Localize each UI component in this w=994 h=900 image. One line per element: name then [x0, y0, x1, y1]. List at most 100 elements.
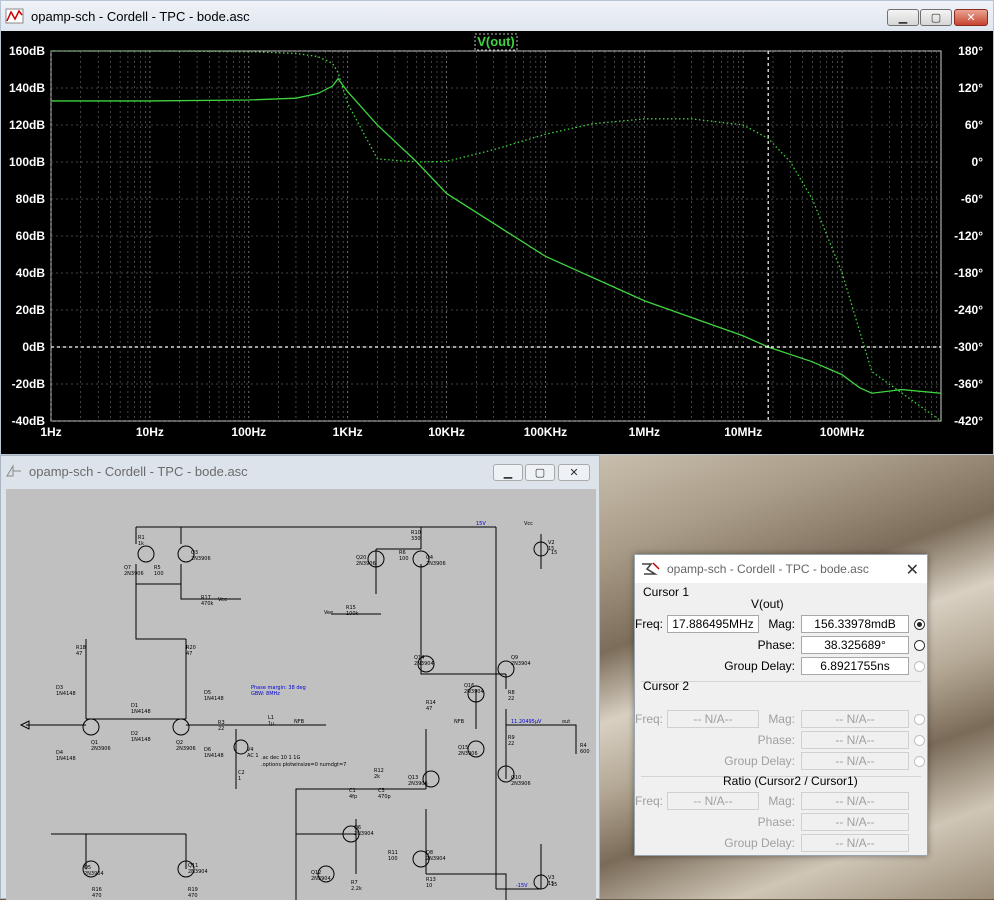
component-value-r18[interactable]: 47 — [76, 651, 82, 657]
schematic-close-button[interactable]: ✕ — [558, 464, 590, 481]
component-ref-r14[interactable]: R14 — [426, 700, 436, 706]
schematic-window[interactable]: opamp-sch - Cordell - TPC - bode.asc ▁ ▢… — [0, 455, 600, 900]
component-ref-q5[interactable]: Q5 — [84, 865, 91, 871]
component-value-r12[interactable]: 2k — [374, 774, 380, 780]
component-ref-r19[interactable]: R19 — [188, 887, 198, 893]
component-value-r4[interactable]: 600 — [580, 749, 590, 755]
component-value-r11[interactable]: 100 — [388, 856, 398, 862]
close-icon[interactable]: ✕ — [905, 560, 919, 579]
component-ref-d1[interactable]: D1 — [131, 703, 138, 709]
component-ref-q11[interactable]: Q11 — [188, 863, 198, 869]
bode-plot-window[interactable]: opamp-sch - Cordell - TPC - bode.asc ▁ ▢… — [0, 0, 994, 455]
component-value-d4[interactable]: 1N4148 — [56, 756, 76, 762]
component-ref-r13[interactable]: R13 — [426, 877, 436, 883]
trace-label[interactable]: V(out) — [477, 34, 515, 49]
component-value-r6[interactable]: 100 — [399, 556, 409, 562]
component-ref-q8[interactable]: Q8 — [426, 850, 433, 856]
component-ref-c1[interactable]: C1 — [349, 788, 356, 794]
component-ref-d2[interactable]: D2 — [131, 731, 138, 737]
component-ref-q9[interactable]: Q9 — [511, 655, 518, 661]
component-value-q10[interactable]: 2N3906 — [511, 781, 531, 787]
bode-plot[interactable]: 160dB140dB120dB100dB80dB60dB40dB20dB0dB-… — [1, 31, 993, 454]
component-value-r13[interactable]: 10 — [426, 883, 432, 889]
component-ref-q1[interactable]: Q1 — [91, 740, 98, 746]
component-ref-v2[interactable]: V2 — [548, 540, 555, 546]
component-value-l1[interactable]: 1µ — [268, 721, 275, 727]
component-ref-q15[interactable]: Q15 — [458, 745, 468, 751]
component-ref-d5[interactable]: D5 — [204, 690, 211, 696]
component-ref-r20[interactable]: R20 — [186, 645, 196, 651]
component-value-q5[interactable]: 2N3904 — [84, 871, 104, 877]
component-ref-r6[interactable]: R6 — [399, 550, 406, 556]
component-ref-d4[interactable]: D4 — [56, 750, 63, 756]
component-value-q3[interactable]: 2N3906 — [191, 556, 211, 562]
component-ref-r8[interactable]: R8 — [508, 690, 515, 696]
component-value-r19[interactable]: 470 — [188, 893, 198, 899]
component-ref-q10[interactable]: Q10 — [511, 775, 521, 781]
cursor-dialog-titlebar[interactable]: opamp-sch - Cordell - TPC - bode.asc — [635, 555, 927, 583]
schematic-minimize-button[interactable]: ▁ — [493, 464, 523, 481]
component-value-d2[interactable]: 1N4148 — [131, 737, 151, 743]
bode-window-titlebar[interactable]: opamp-sch - Cordell - TPC - bode.asc — [1, 1, 993, 31]
component-ref-q20[interactable]: Q20 — [356, 555, 366, 561]
component-ref-q2[interactable]: Q2 — [176, 740, 183, 746]
group-delay-radio-button[interactable] — [914, 661, 925, 672]
component-ref-q7[interactable]: Q7 — [124, 565, 131, 571]
component-ref-c2[interactable]: C2 — [238, 770, 245, 776]
component-ref-q14[interactable]: Q14 — [414, 655, 424, 661]
schematic-canvas[interactable]: R11kR5100Q32N3906Q72N3906R17470kR10330R6… — [6, 489, 596, 900]
component-value-v4[interactable]: AC 1 — [247, 753, 259, 759]
cursor-1-phase-field[interactable]: 38.325689° — [801, 636, 909, 654]
component-value-q6[interactable]: 2N3904 — [354, 831, 374, 837]
component-value-r1[interactable]: 1k — [138, 541, 144, 547]
cursor-1-freq-field[interactable]: 17.886495MHz — [667, 615, 759, 633]
component-ref-l1[interactable]: L1 — [268, 715, 274, 721]
component-value-r16[interactable]: 470 — [92, 893, 102, 899]
component-ref-r7[interactable]: R7 — [351, 880, 358, 886]
component-ref-q4[interactable]: Q4 — [426, 555, 433, 561]
component-value-q11[interactable]: 2N3904 — [188, 869, 208, 875]
component-ref-r11[interactable]: R11 — [388, 850, 398, 856]
component-ref-r12[interactable]: R12 — [374, 768, 384, 774]
component-value-c2[interactable]: 1 — [238, 776, 241, 782]
component-value-q12[interactable]: 2N3904 — [311, 876, 331, 882]
component-value-r8[interactable]: 22 — [508, 696, 514, 702]
trace-label-box[interactable] — [474, 33, 518, 51]
component-ref-r10[interactable]: R10 — [411, 530, 421, 536]
component-value-r5[interactable]: 100 — [154, 571, 164, 577]
schematic-maximize-button[interactable]: ▢ — [525, 464, 555, 481]
phase-radio-button[interactable] — [914, 640, 925, 651]
component-value-r7[interactable]: 2.2k — [351, 886, 362, 892]
component-value-v2[interactable]: 15 — [548, 546, 554, 552]
component-value-q20[interactable]: 2N3906 — [356, 561, 376, 567]
component-value-q2[interactable]: 2N3906 — [176, 746, 196, 752]
minimize-button[interactable]: ▁ — [887, 9, 919, 26]
component-ref-r3[interactable]: R3 — [218, 720, 225, 726]
component-ref-q13[interactable]: Q13 — [408, 775, 418, 781]
component-value-v3[interactable]: 15 — [548, 881, 554, 887]
component-ref-r18[interactable]: R18 — [76, 645, 86, 651]
component-value-q4[interactable]: 2N3906 — [426, 561, 446, 567]
component-value-r17[interactable]: 470k — [201, 601, 214, 607]
component-value-c3[interactable]: 470p — [378, 794, 391, 800]
component-ref-r5[interactable]: R5 — [154, 565, 161, 571]
component-ref-d6[interactable]: D6 — [204, 747, 211, 753]
component-ref-d3[interactable]: D3 — [56, 685, 63, 691]
component-ref-r9[interactable]: R9 — [508, 735, 515, 741]
component-value-d6[interactable]: 1N4148 — [204, 753, 224, 759]
component-value-d1[interactable]: 1N4148 — [131, 709, 151, 715]
component-ref-c3[interactable]: C3 — [378, 788, 385, 794]
mag-radio-button[interactable] — [914, 619, 925, 630]
component-ref-r16[interactable]: R16 — [92, 887, 102, 893]
component-value-r9[interactable]: 22 — [508, 741, 514, 747]
component-value-r10[interactable]: 330 — [411, 536, 421, 542]
component-ref-q3[interactable]: Q3 — [191, 550, 198, 556]
cursor-1-mag-field[interactable]: 156.33978mdB — [801, 615, 909, 633]
component-ref-r17[interactable]: R17 — [201, 595, 211, 601]
close-button[interactable]: ✕ — [954, 9, 988, 26]
component-value-q8[interactable]: 2N3904 — [426, 856, 446, 862]
component-value-q1[interactable]: 2N3906 — [91, 746, 111, 752]
maximize-button[interactable]: ▢ — [920, 9, 952, 26]
component-value-q15[interactable]: 2N3906 — [458, 751, 478, 757]
component-value-d3[interactable]: 1N4148 — [56, 691, 76, 697]
